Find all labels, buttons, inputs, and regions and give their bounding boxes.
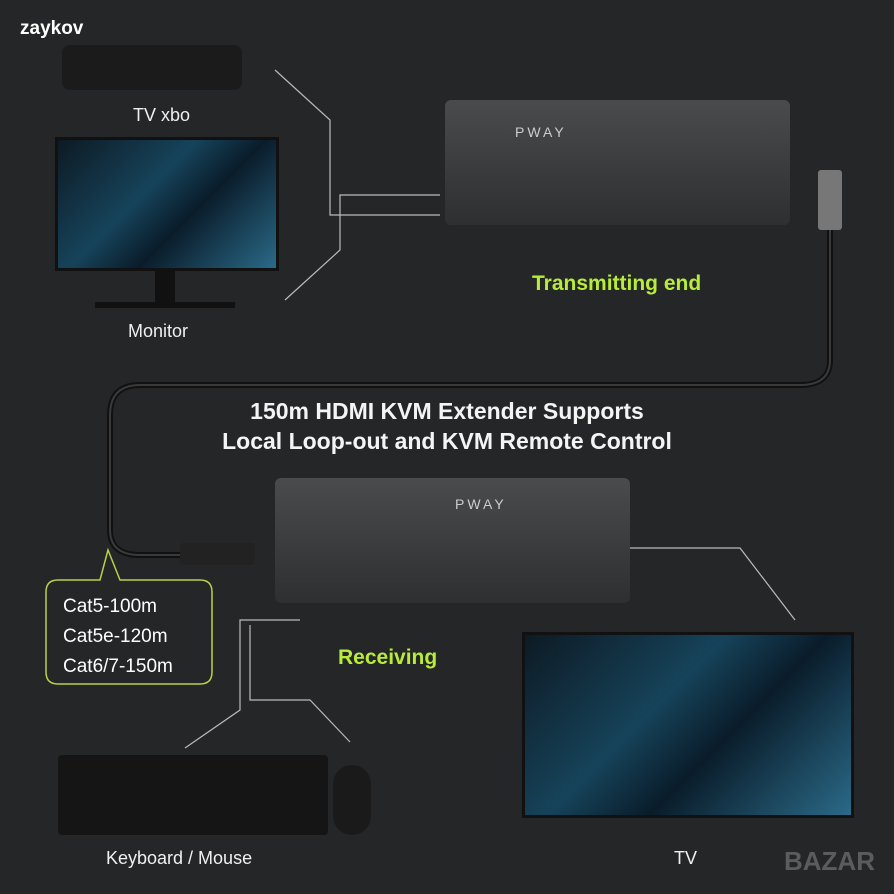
bazar-watermark: BAZAR — [784, 846, 875, 876]
monitor-label: Monitor — [128, 321, 189, 341]
keyboard-image — [58, 755, 328, 835]
tv-label: TV — [674, 848, 698, 868]
tv-box-image — [62, 45, 242, 90]
rj45-plug-icon — [818, 170, 842, 230]
monitor-image — [55, 137, 279, 271]
transmitter-image: PWAY — [445, 100, 790, 225]
spec-callout — [45, 547, 213, 685]
user-watermark: zaykov — [20, 18, 84, 39]
headline: 150m HDMI KVM Extender Supports Local Lo… — [222, 398, 672, 454]
receiver-label: Receiving — [338, 646, 438, 669]
keyboard-mouse-label: Keyboard / Mouse — [106, 848, 253, 868]
tv-box-label: TV xbo — [133, 105, 191, 125]
mouse-image — [333, 765, 371, 835]
transmitter-label: Transmitting end — [532, 272, 702, 295]
rj45-plug-icon — [180, 543, 255, 565]
receiver-image: PWAY — [275, 478, 630, 603]
tv-image — [522, 632, 854, 818]
